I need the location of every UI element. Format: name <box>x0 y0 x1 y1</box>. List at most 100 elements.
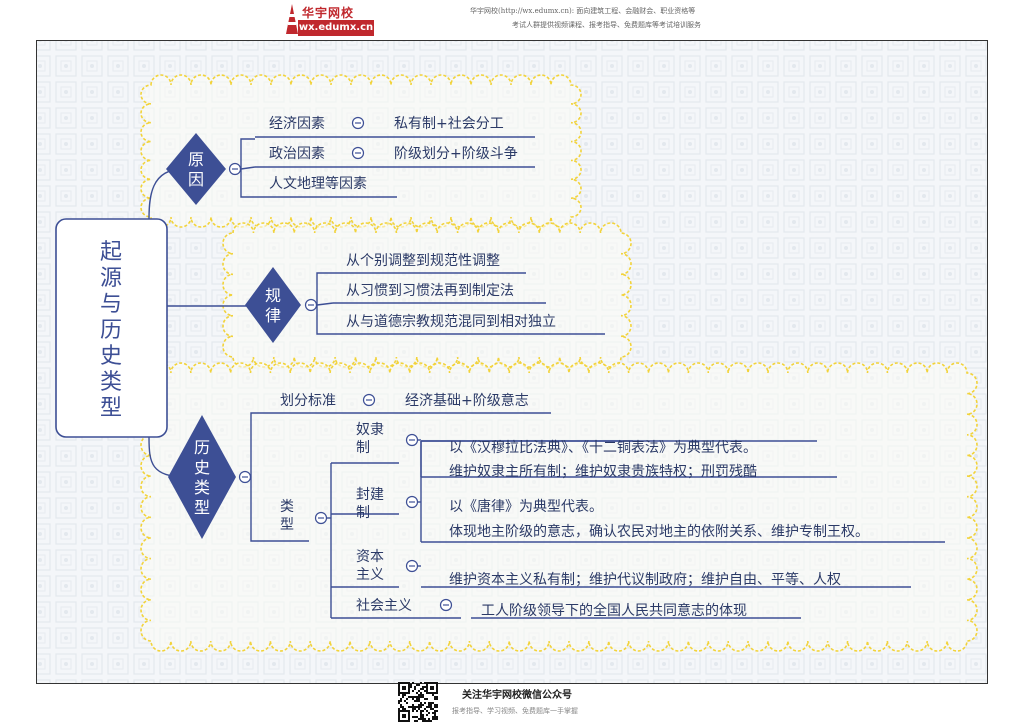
qr-module <box>416 692 418 694</box>
history-toggle-icon[interactable] <box>238 470 252 484</box>
qr-module <box>436 706 438 708</box>
type-name: 封建 <box>356 487 384 503</box>
type-name: 制 <box>356 505 370 521</box>
node-causes[interactable]: 原因 <box>166 133 226 205</box>
causes-toggle-icon[interactable] <box>228 162 242 176</box>
qr-module <box>402 696 404 698</box>
qr-module <box>410 686 412 688</box>
qr-module <box>430 708 432 710</box>
connector-laws-3 <box>316 305 333 335</box>
law-item: 从与道德宗教规范混同到相对独立 <box>346 313 556 330</box>
criterion-detail: 经济基础+阶级意志 <box>405 392 529 409</box>
qr-module <box>436 710 438 712</box>
cloud-history <box>140 362 978 652</box>
logo: 华宇网校 wx.edumx.cn <box>284 4 374 36</box>
qr-module <box>398 708 400 710</box>
connector-causes-1 <box>240 138 255 169</box>
qr-module <box>420 714 422 716</box>
cause-name: 经济因素 <box>269 116 325 132</box>
law-item: 从习惯到习惯法再到制定法 <box>346 282 514 299</box>
qr-module <box>412 708 414 710</box>
qr-module <box>422 704 424 706</box>
type-name: 社会主义 <box>356 598 412 614</box>
type-toggle-icon[interactable] <box>405 433 419 447</box>
node-causes-shape <box>166 133 226 205</box>
qr-module <box>432 694 434 696</box>
qr-module <box>412 696 414 698</box>
connector-history-criterion <box>250 412 269 477</box>
qr-module <box>414 706 416 708</box>
cause-name: 政治因素 <box>269 146 325 162</box>
qr-module <box>434 704 436 706</box>
cause-detail-toggle-icon[interactable] <box>351 146 365 160</box>
qr-module <box>420 702 422 704</box>
type-name: 奴隶 <box>356 421 384 438</box>
qr-module <box>416 706 418 708</box>
footer-subtitle: 报考指导、学习视频、免费题库一手掌握 <box>452 707 578 715</box>
qr-module <box>422 686 424 688</box>
cause-detail: 私有制+社会分工 <box>394 116 504 132</box>
qr-module <box>402 708 404 710</box>
qr-module <box>420 688 422 690</box>
laws-toggle-icon[interactable] <box>304 298 318 312</box>
types-toggle-icon[interactable] <box>314 511 328 525</box>
qr-finder <box>430 686 434 690</box>
criterion-toggle-icon[interactable] <box>362 393 376 407</box>
qr-module <box>420 712 422 714</box>
qr-module <box>428 704 430 706</box>
qr-module <box>436 696 438 698</box>
qr-module <box>412 706 414 708</box>
qr-module <box>420 696 422 698</box>
cloud-regions <box>140 74 978 652</box>
qr-module <box>416 716 418 718</box>
type-detail: 维护资本主义私有制；维护代议制政府；维护自由、平等、人权 <box>449 571 841 588</box>
qr-module <box>400 706 402 708</box>
qr-module <box>398 694 400 696</box>
type-detail: 工人阶级领导下的全国人民共同意志的体现 <box>481 602 747 619</box>
qr-module <box>430 706 432 708</box>
qr-module <box>428 720 430 722</box>
qr-module <box>400 704 402 706</box>
qr-module <box>414 708 416 710</box>
qr-module <box>426 714 428 716</box>
cause-detail-toggle-icon[interactable] <box>351 116 365 130</box>
qr-finder <box>402 714 406 718</box>
type-toggle-icon[interactable] <box>439 598 453 612</box>
qr-module <box>418 684 420 686</box>
qr-module <box>430 720 432 722</box>
qr-module <box>404 708 406 710</box>
node-laws-label: 律 <box>265 306 281 325</box>
node-laws[interactable]: 规律 <box>245 267 301 343</box>
qr-module <box>400 700 402 702</box>
qr-module <box>422 694 424 696</box>
type-toggle-icon[interactable] <box>405 495 419 509</box>
qr-module <box>422 718 424 720</box>
qr-module <box>430 702 432 704</box>
node-history[interactable]: 历史类型 <box>168 415 236 539</box>
qr-module <box>432 708 434 710</box>
qr-module <box>434 698 436 700</box>
qr-module <box>436 716 438 718</box>
root-node[interactable]: 起源与历史类型 <box>55 218 168 438</box>
qr-module <box>424 702 426 704</box>
root-char: 史 <box>100 344 122 369</box>
qr-module <box>420 706 422 708</box>
qr-module <box>408 706 410 708</box>
qr-module <box>428 706 430 708</box>
footer-title: 关注华宇网校微信公众号 <box>462 690 572 701</box>
qr-module <box>416 720 418 722</box>
qr-module <box>424 686 426 688</box>
qr-module <box>434 716 436 718</box>
qr-module <box>420 710 422 712</box>
mindmap-frame: 起源与历史类型 原因规律历史类型 经济因素 私有制+社会分工政治因素 阶级划分+阶级… <box>36 40 988 684</box>
types-label: 类 <box>280 499 294 515</box>
type-name: 主义 <box>356 567 384 583</box>
qr-module <box>418 694 420 696</box>
node-causes-label: 原 <box>188 150 204 169</box>
type-toggle-icon[interactable] <box>405 559 419 573</box>
cause-detail: 阶级划分+阶级斗争 <box>394 146 518 162</box>
qr-module <box>434 696 436 698</box>
qr-module <box>420 718 422 720</box>
qr-finder <box>402 686 406 690</box>
qr-module <box>436 704 438 706</box>
